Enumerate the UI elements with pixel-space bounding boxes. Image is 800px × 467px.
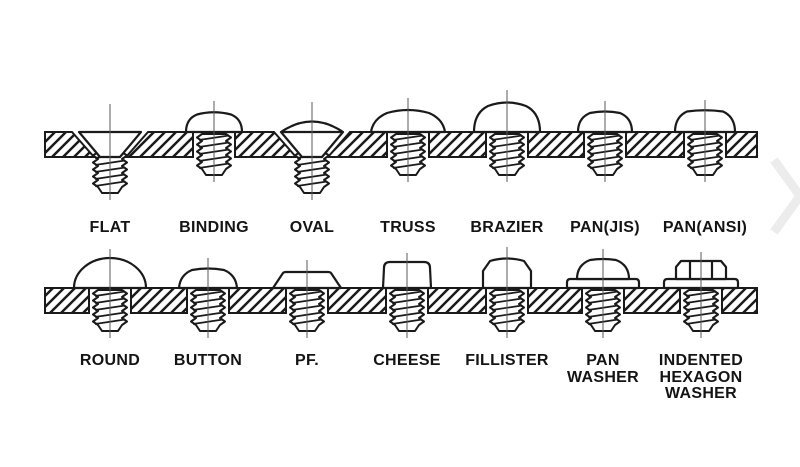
screw-button (177, 258, 239, 338)
plate-segment (725, 131, 758, 158)
label-line: FLAT (89, 219, 131, 236)
plate-segment (721, 287, 758, 314)
label-line: ROUND (79, 352, 141, 369)
screw-head-indented-hexagon-washer (688, 261, 714, 279)
screw-pan-ansi (673, 100, 737, 182)
screw-pan-washer (565, 249, 641, 338)
screw-binding (184, 101, 244, 182)
screw-flat (77, 104, 143, 200)
label-cheese: CHEESE (337, 352, 477, 370)
label-button: BUTTON (138, 352, 278, 370)
screw-truss (369, 98, 447, 182)
label-line: BINDING (179, 219, 249, 236)
label-pf: PF. (237, 352, 377, 370)
label-line: FILLISTER (465, 352, 549, 369)
label-pan-jis: PAN(JIS) (535, 219, 675, 237)
label-line: PAN (586, 352, 620, 369)
screw-fillister (481, 247, 533, 338)
plate-segment (130, 287, 188, 314)
screw-pan-jis (576, 101, 634, 182)
plate-segment (527, 131, 585, 158)
plate-segment (44, 287, 90, 314)
plate-segment (327, 287, 387, 314)
label-line: OVAL (289, 219, 335, 236)
label-line: BRAZIER (470, 219, 544, 236)
label-line: PAN(JIS) (570, 219, 640, 236)
screw-brazier (472, 90, 542, 182)
label-flat: FLAT (40, 219, 180, 237)
watermark (770, 157, 800, 235)
screw-cheese (381, 253, 433, 338)
label-line: CHEESE (373, 352, 441, 369)
label-line: PF. (294, 352, 320, 369)
plate-segment (428, 131, 487, 158)
label-line: INDENTED (658, 352, 744, 369)
label-line: PAN(ANSI) (662, 219, 748, 236)
screws-group (72, 90, 740, 338)
plate-segment (623, 287, 681, 314)
plate-segment (527, 287, 583, 314)
label-binding: BINDING (144, 219, 284, 237)
screw-oval (279, 102, 345, 200)
plate-segment (228, 287, 287, 314)
screw-indented-hexagon-washer (662, 252, 740, 338)
label-line: TRUSS (380, 219, 436, 236)
screw-round (72, 249, 148, 338)
label-pan-ansi: PAN(ANSI) (635, 219, 775, 237)
plate-segment (123, 131, 194, 158)
label-line: WASHER (664, 385, 738, 402)
label-line: BUTTON (173, 352, 243, 369)
label-oval: OVAL (242, 219, 382, 237)
plate-segment (427, 287, 487, 314)
label-brazier: BRAZIER (437, 219, 577, 237)
label-fillister: FILLISTER (437, 352, 577, 370)
label-truss: TRUSS (338, 219, 478, 237)
label-round: ROUND (40, 352, 180, 370)
label-line: HEXAGON (659, 368, 743, 386)
label-line: WASHER (566, 368, 640, 386)
screw-pf (271, 260, 343, 338)
plate-segment (625, 131, 685, 158)
